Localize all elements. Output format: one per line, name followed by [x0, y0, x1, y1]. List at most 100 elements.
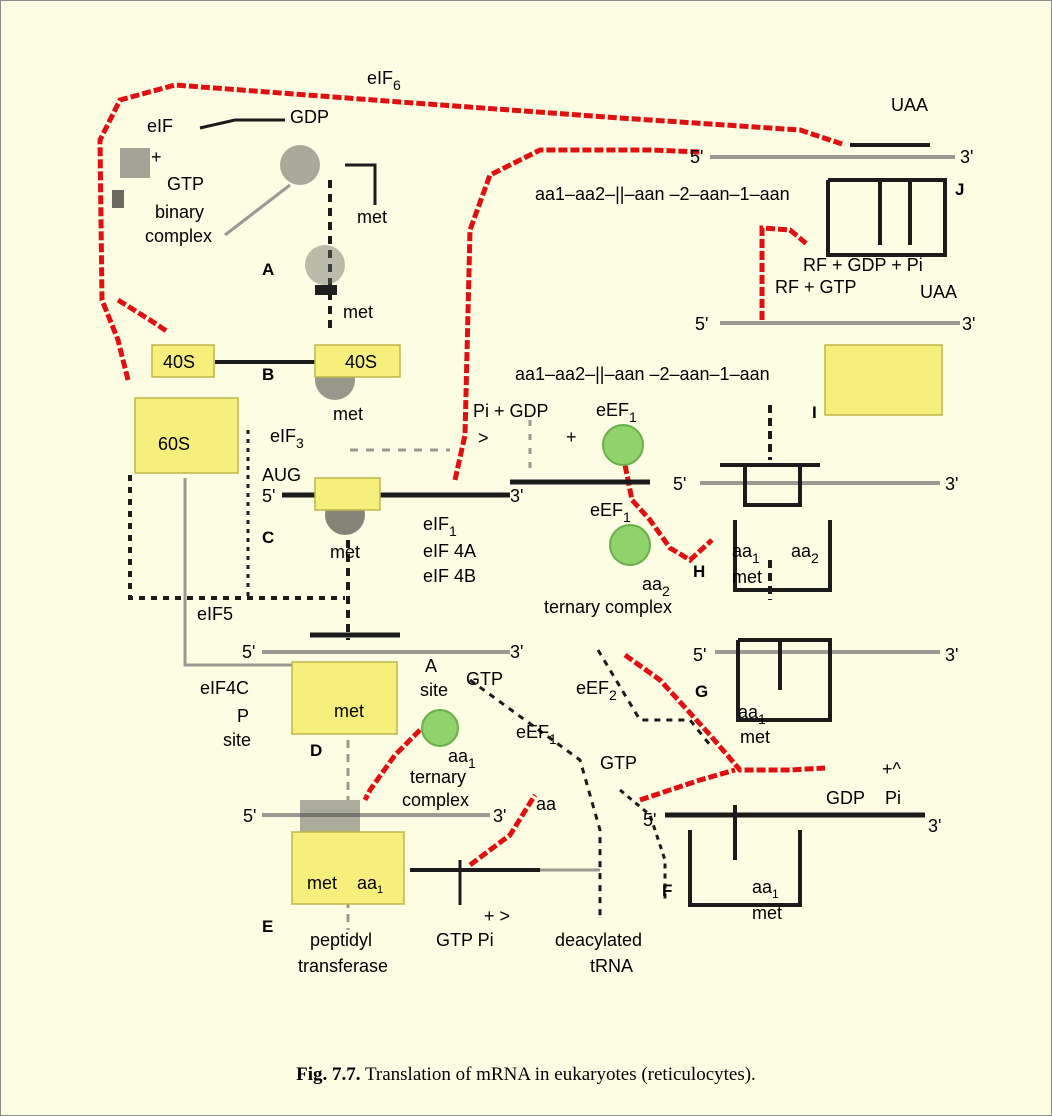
label-binary: binary [155, 202, 204, 222]
label-aa-d: aa [536, 794, 557, 814]
trna-e-glyph [300, 800, 360, 835]
label-3prime-c: 3' [510, 486, 523, 506]
step-j: J [955, 180, 964, 199]
label-uaa-i: UAA [920, 282, 957, 302]
label-met-c: met [333, 404, 363, 424]
step-b: B [262, 365, 274, 384]
step-e: E [262, 917, 273, 936]
label-5prime-e: 5' [243, 806, 256, 826]
label-pi-gdp: Pi + GDP [473, 401, 549, 421]
label-3prime-j: 3' [960, 147, 973, 167]
label-p-site-s: site [223, 730, 251, 750]
label-5prime-g: 5' [693, 645, 706, 665]
label-gtp-top: GTP [167, 174, 204, 194]
label-5prime-h: 5' [673, 474, 686, 494]
line-met-a [345, 165, 375, 205]
label-3prime-f: 3' [928, 816, 941, 836]
label-5prime-f: 5' [643, 810, 656, 830]
label-rf-gtp: RF + GTP [775, 277, 857, 297]
label-60s: 60S [158, 434, 190, 454]
label-eif4a: eIF 4A [423, 541, 476, 561]
trna-a-glyph [280, 145, 345, 295]
line-60s-to-d [185, 478, 310, 665]
step-i: I [812, 403, 817, 422]
label-trna: tRNA [590, 956, 633, 976]
label-ternary-d2: complex [402, 790, 469, 810]
label-plus-h: + [566, 427, 577, 447]
line-f-branch [620, 790, 665, 900]
red-arrow-to-40s [118, 300, 168, 332]
box-c-small [315, 478, 380, 510]
label-5prime-i: 5' [695, 314, 708, 334]
label-met-g: met [740, 727, 770, 747]
label-3prime-i: 3' [962, 314, 975, 334]
label-gdp-top: GDP [290, 107, 329, 127]
label-met-b: met [343, 302, 373, 322]
step-f: F [662, 881, 672, 900]
label-a-site-a: A [425, 656, 437, 676]
label-p-site-p: P [237, 706, 249, 726]
box-i [825, 345, 942, 415]
label-5prime-j: 5' [690, 147, 703, 167]
red-arrow-rf [762, 228, 808, 320]
label-aug: AUG [262, 465, 301, 485]
label-gdp-g: GDP [826, 788, 865, 808]
box-d [292, 662, 397, 734]
step-c: C [262, 528, 274, 547]
label-rf-gdp-pi: RF + GDP + Pi [803, 255, 923, 275]
label-plus-gt: + > [484, 906, 510, 926]
label-transferase: transferase [298, 956, 388, 976]
label-met-d: met [334, 701, 364, 721]
label-3prime-e: 3' [493, 806, 506, 826]
label-eif3: eIF3 [270, 426, 304, 451]
label-eef1-d: eEF1 [516, 722, 557, 747]
step-g: G [695, 682, 708, 701]
label-aa1-g: aa1 [738, 702, 766, 727]
caption-label: Fig. 7.7. [296, 1064, 360, 1085]
line-gdp [200, 120, 285, 128]
label-seq-j: aa1–aa2–||–aan –2–aan–1–aan [535, 184, 790, 204]
label-eif5: eIF5 [197, 604, 233, 624]
step-a: A [262, 260, 274, 279]
box-e [292, 832, 404, 904]
red-arrow-f [640, 770, 735, 800]
label-5prime-c: 5' [262, 486, 275, 506]
label-ternary-d1: ternary [410, 767, 466, 787]
line-binary-complex [225, 185, 290, 235]
label-gtp-d: GTP [466, 669, 503, 689]
label-eef1-h-top: eEF1 [596, 400, 637, 425]
eef1-factor-h-top [603, 425, 643, 465]
label-eif: eIF [147, 116, 173, 136]
label-40s-right: 40S [345, 352, 377, 372]
label-gtp-pi-e: GTP Pi [436, 930, 494, 950]
trna-f-glyph [690, 805, 800, 905]
label-aa1-f: aa1 [752, 877, 779, 901]
line-d-to-f [470, 680, 600, 920]
label-eef2: eEF2 [576, 678, 617, 703]
label-pi-g: Pi [885, 788, 901, 808]
label-met-f: met [752, 903, 782, 923]
label-eef1-h: eEF1 [590, 500, 631, 525]
label-uaa-j: UAA [891, 95, 928, 115]
step-letters: A B C D E F G H I J [262, 180, 964, 936]
trna-j-glyph [828, 145, 945, 255]
label-3prime-d: 3' [510, 642, 523, 662]
label-peptidyl: peptidyl [310, 930, 372, 950]
label-met-e: met [307, 873, 337, 893]
red-arrow-g-to-f [625, 655, 825, 770]
label-3prime-g: 3' [945, 645, 958, 665]
label-met-c2: met [330, 542, 360, 562]
step-h: H [693, 562, 705, 581]
label-3prime-h: 3' [945, 474, 958, 494]
figure-caption: Fig. 7.7. Translation of mRNA in eukaryo… [0, 1064, 1052, 1086]
label-aa2-h: aa2 [642, 574, 670, 599]
caption-text: Translation of mRNA in eukaryotes (retic… [361, 1064, 756, 1085]
eef1-factor-h [610, 525, 650, 565]
diagram-labels: eIF6 eIF + GDP GTP binary complex met me… [145, 68, 975, 976]
label-eif1: eIF1 [423, 514, 457, 539]
label-met-a: met [357, 207, 387, 227]
label-plus-caret: +^ [882, 759, 902, 779]
trna-binary-complex-glyph [112, 148, 150, 208]
label-eif4c: eIF4C [200, 678, 249, 698]
